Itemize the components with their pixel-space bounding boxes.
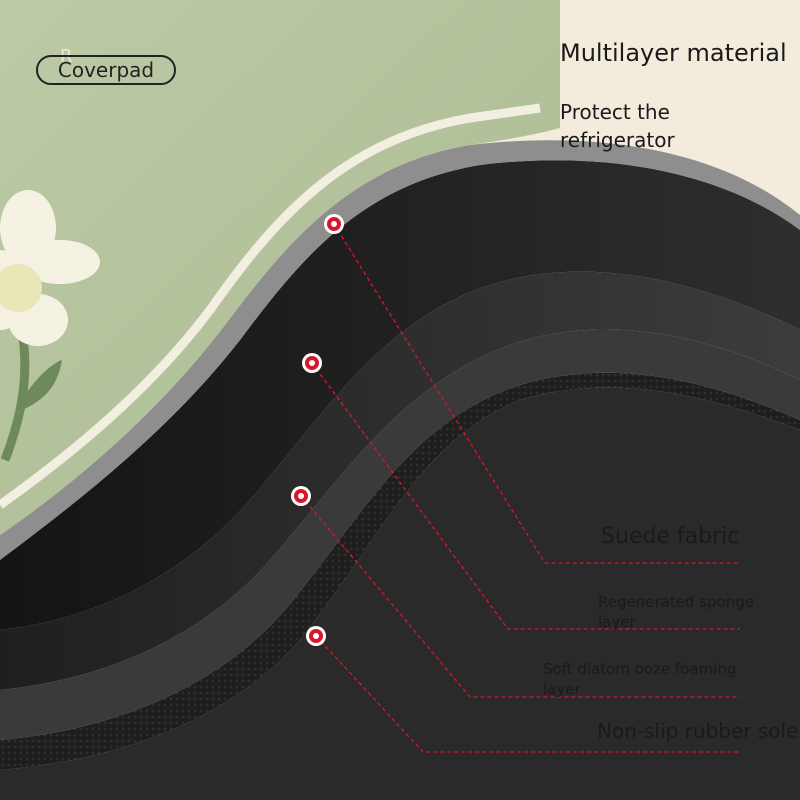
suede-layer <box>0 160 800 630</box>
markers <box>291 214 344 646</box>
rim-highlight <box>0 140 800 560</box>
marker-sponge <box>302 353 322 373</box>
heading-title: Multilayer material <box>560 39 787 67</box>
marker-diatom <box>291 486 311 506</box>
leader-lines <box>300 223 740 753</box>
label-rubber-sole: Non-slip rubber sole <box>597 719 799 743</box>
knit-layer <box>0 372 800 770</box>
heading-subtitle: Protect the refrigerator <box>560 100 675 152</box>
label-suede-fabric: Suede fabric <box>601 524 740 549</box>
diatom-layer <box>0 329 800 740</box>
label-diatom-ooze: Soft diatom ooze foaming layer <box>543 660 737 698</box>
flower-icon <box>0 190 100 462</box>
marker-rubber <box>306 626 326 646</box>
coverpad-tag: Coverpad <box>36 55 176 85</box>
leader-line-suede <box>333 223 740 564</box>
marker-suede <box>324 214 344 234</box>
leader-line-sponge <box>311 362 740 630</box>
leader-line-diatom <box>300 495 740 698</box>
leader-line-rubber <box>315 635 740 753</box>
border-stripe <box>0 103 541 509</box>
sponge-layer <box>0 271 800 690</box>
label-regenerated-sponge: Regenerated sponge layer <box>598 593 754 631</box>
